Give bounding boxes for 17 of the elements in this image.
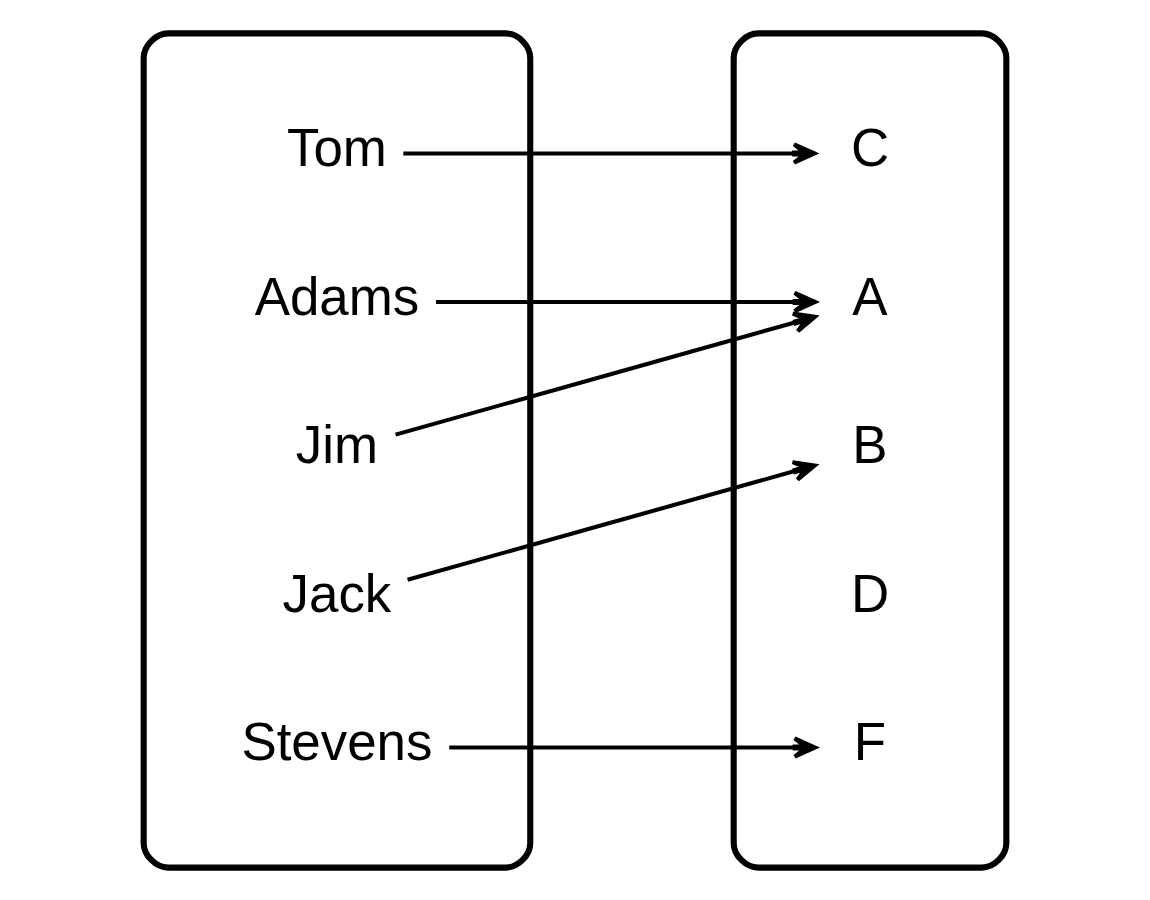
arrow (403, 141, 817, 165)
arrow (407, 459, 817, 582)
arrow (449, 735, 818, 759)
node-text: D (850, 563, 890, 623)
cluster (730, 29, 1010, 871)
node-text: Jim (295, 414, 379, 474)
node-text: Jack (282, 563, 392, 623)
arrow (436, 290, 818, 313)
node-text: C (850, 117, 890, 177)
node-text: A (852, 266, 888, 326)
arrow (395, 311, 817, 437)
node-text: B (852, 414, 888, 474)
node-text: Tom (287, 117, 387, 177)
node-text: F (853, 711, 887, 771)
cluster (140, 29, 534, 871)
node-text: Adams (254, 266, 420, 326)
node-text: Stevens (241, 711, 433, 771)
